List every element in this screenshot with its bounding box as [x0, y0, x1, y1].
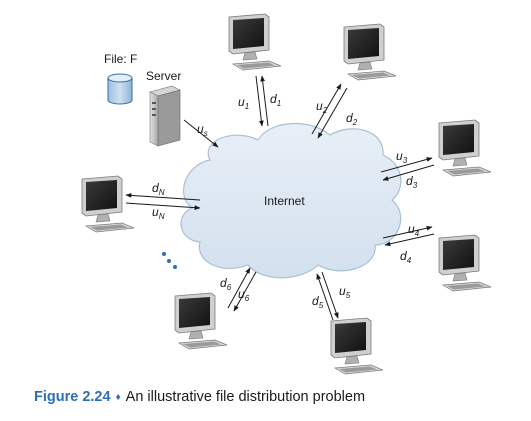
- peer-4-upload-label: u4: [408, 222, 420, 238]
- peer-6-upload-label: u6: [238, 287, 250, 303]
- peer-computer-1-icon: [228, 13, 282, 71]
- peer-3-download-label: d3: [406, 174, 418, 190]
- caption-text: An illustrative file distribution proble…: [125, 389, 366, 405]
- figure-number: Figure 2.24: [34, 389, 111, 405]
- peer-1-upload-label: u1: [238, 95, 249, 111]
- peer-N-upload-arrow: [125, 202, 201, 211]
- peer-3-upload-arrow: [380, 157, 433, 173]
- peer-2-upload-label: u2: [316, 99, 328, 115]
- peer-computer-6-icon: [174, 292, 228, 350]
- peer-1-download-label: d1: [270, 92, 281, 108]
- peer-N-upload-label: uN: [152, 205, 165, 221]
- peer-links: u1 d1 u2 d2 u3 d3 u4 d4 u5 d5 u6 d6 uN dN: [125, 75, 435, 321]
- caption-separator: ♦: [115, 392, 121, 403]
- peer-1-upload-arrow: [255, 75, 264, 127]
- server-link-label: us: [197, 122, 208, 138]
- peer-6-download-label: d6: [220, 276, 232, 292]
- peer-5-download-label: d5: [312, 294, 324, 310]
- peer-2-download-arrow: [317, 87, 348, 139]
- peer-5-upload-arrow: [321, 271, 339, 319]
- server-icon: [149, 85, 181, 147]
- peer-6-download-arrow: [233, 271, 257, 312]
- server-label: Server: [146, 69, 181, 83]
- internet-cloud: [180, 123, 402, 279]
- more-peers-ellipsis: [162, 252, 177, 269]
- peer-4-download-label: d4: [400, 249, 412, 265]
- peer-5-download-arrow: [316, 273, 334, 321]
- peer-3-upload-label: u3: [396, 149, 408, 165]
- peer-4-download-arrow: [384, 233, 435, 247]
- peer-5-upload-label: u5: [339, 284, 351, 300]
- peer-computer-3-icon: [438, 119, 492, 177]
- peer-computer-5-icon: [330, 317, 384, 375]
- peer-2-upload-arrow: [311, 83, 342, 135]
- peer-1-download-arrow: [260, 75, 269, 127]
- peer-N-download-arrow: [125, 192, 201, 201]
- figure-caption: Figure 2.24 ♦ An illustrative file distrib…: [34, 389, 365, 405]
- peer-2-download-label: d2: [346, 111, 358, 127]
- peer-computer-N-icon: [81, 175, 135, 233]
- peer-3-download-arrow: [382, 164, 435, 181]
- peer-6-upload-arrow: [227, 267, 251, 309]
- file-database-icon: [107, 73, 133, 105]
- peer-computer-2-icon: [343, 23, 397, 81]
- peer-4-upload-arrow: [382, 225, 433, 239]
- peer-computer-4-icon: [438, 234, 492, 292]
- peer-N-download-label: dN: [152, 181, 165, 197]
- file-label: File: F: [104, 52, 137, 66]
- internet-label: Internet: [264, 194, 305, 208]
- server-upload-arrow: [183, 119, 219, 148]
- peer-computers: [81, 13, 492, 375]
